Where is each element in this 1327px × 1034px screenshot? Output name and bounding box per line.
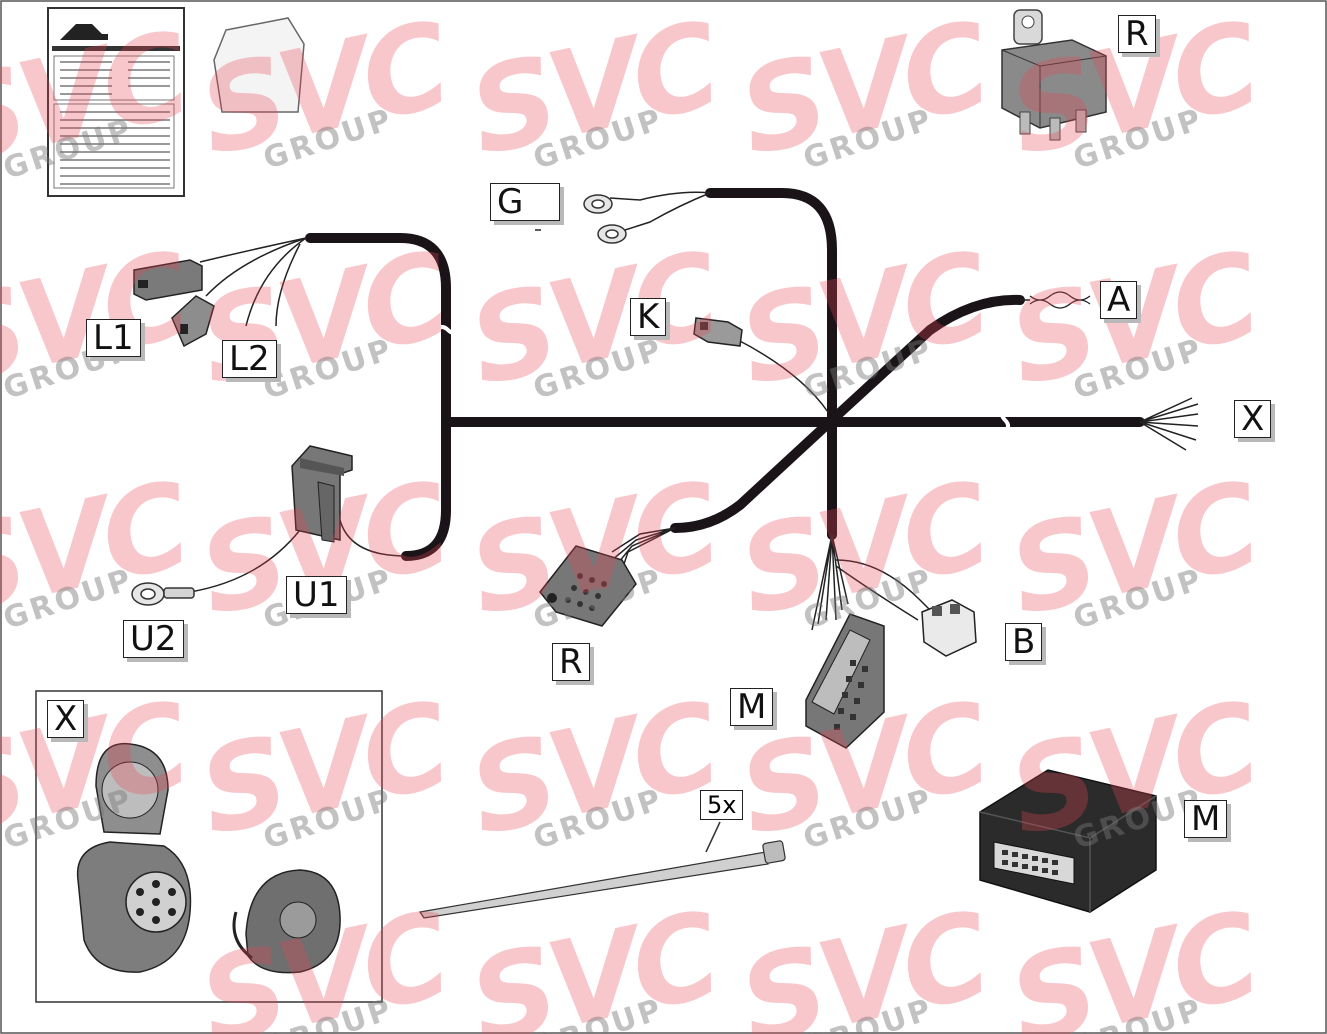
label-B: B [1005,623,1043,661]
main-harness [305,188,1145,561]
twisted-pair [1029,291,1091,309]
cable-tie [418,821,786,919]
label-A: A [1100,281,1138,319]
connector-K [693,317,743,347]
connector-L2 [171,295,215,348]
thin-wires [189,191,1199,631]
trailer-socket [76,742,192,973]
label-X: X [1234,400,1272,438]
instruction-sheet [47,7,185,197]
label-L2: L2 [222,340,277,378]
label-R: R [552,643,590,681]
label-ground: G [490,183,561,221]
break-mark [434,325,462,335]
fuse-holder-U1 [291,445,353,543]
label-relay-top: R [1118,15,1156,53]
label-M: M [730,688,774,726]
label-K: K [630,298,667,336]
connector-R [539,545,637,627]
connector-M [805,613,885,749]
label-socket-X: X [47,700,85,738]
cable-tie-count: 5x [700,790,744,820]
ring-terminals [583,194,627,244]
socket-gasket [232,869,341,974]
label-L1: L1 [86,319,141,357]
connector-B [921,599,977,657]
label-module-M: M [1184,800,1228,838]
label-U1: U1 [286,576,347,614]
relay-part [1001,9,1107,141]
parts-bag [213,17,305,113]
ring-terminal-U2 [131,582,195,606]
label-U2: U2 [123,620,184,658]
socket-box [35,690,383,1003]
connector-L1 [133,259,203,301]
break-mark [1000,406,1010,434]
control-module-M [979,769,1157,913]
